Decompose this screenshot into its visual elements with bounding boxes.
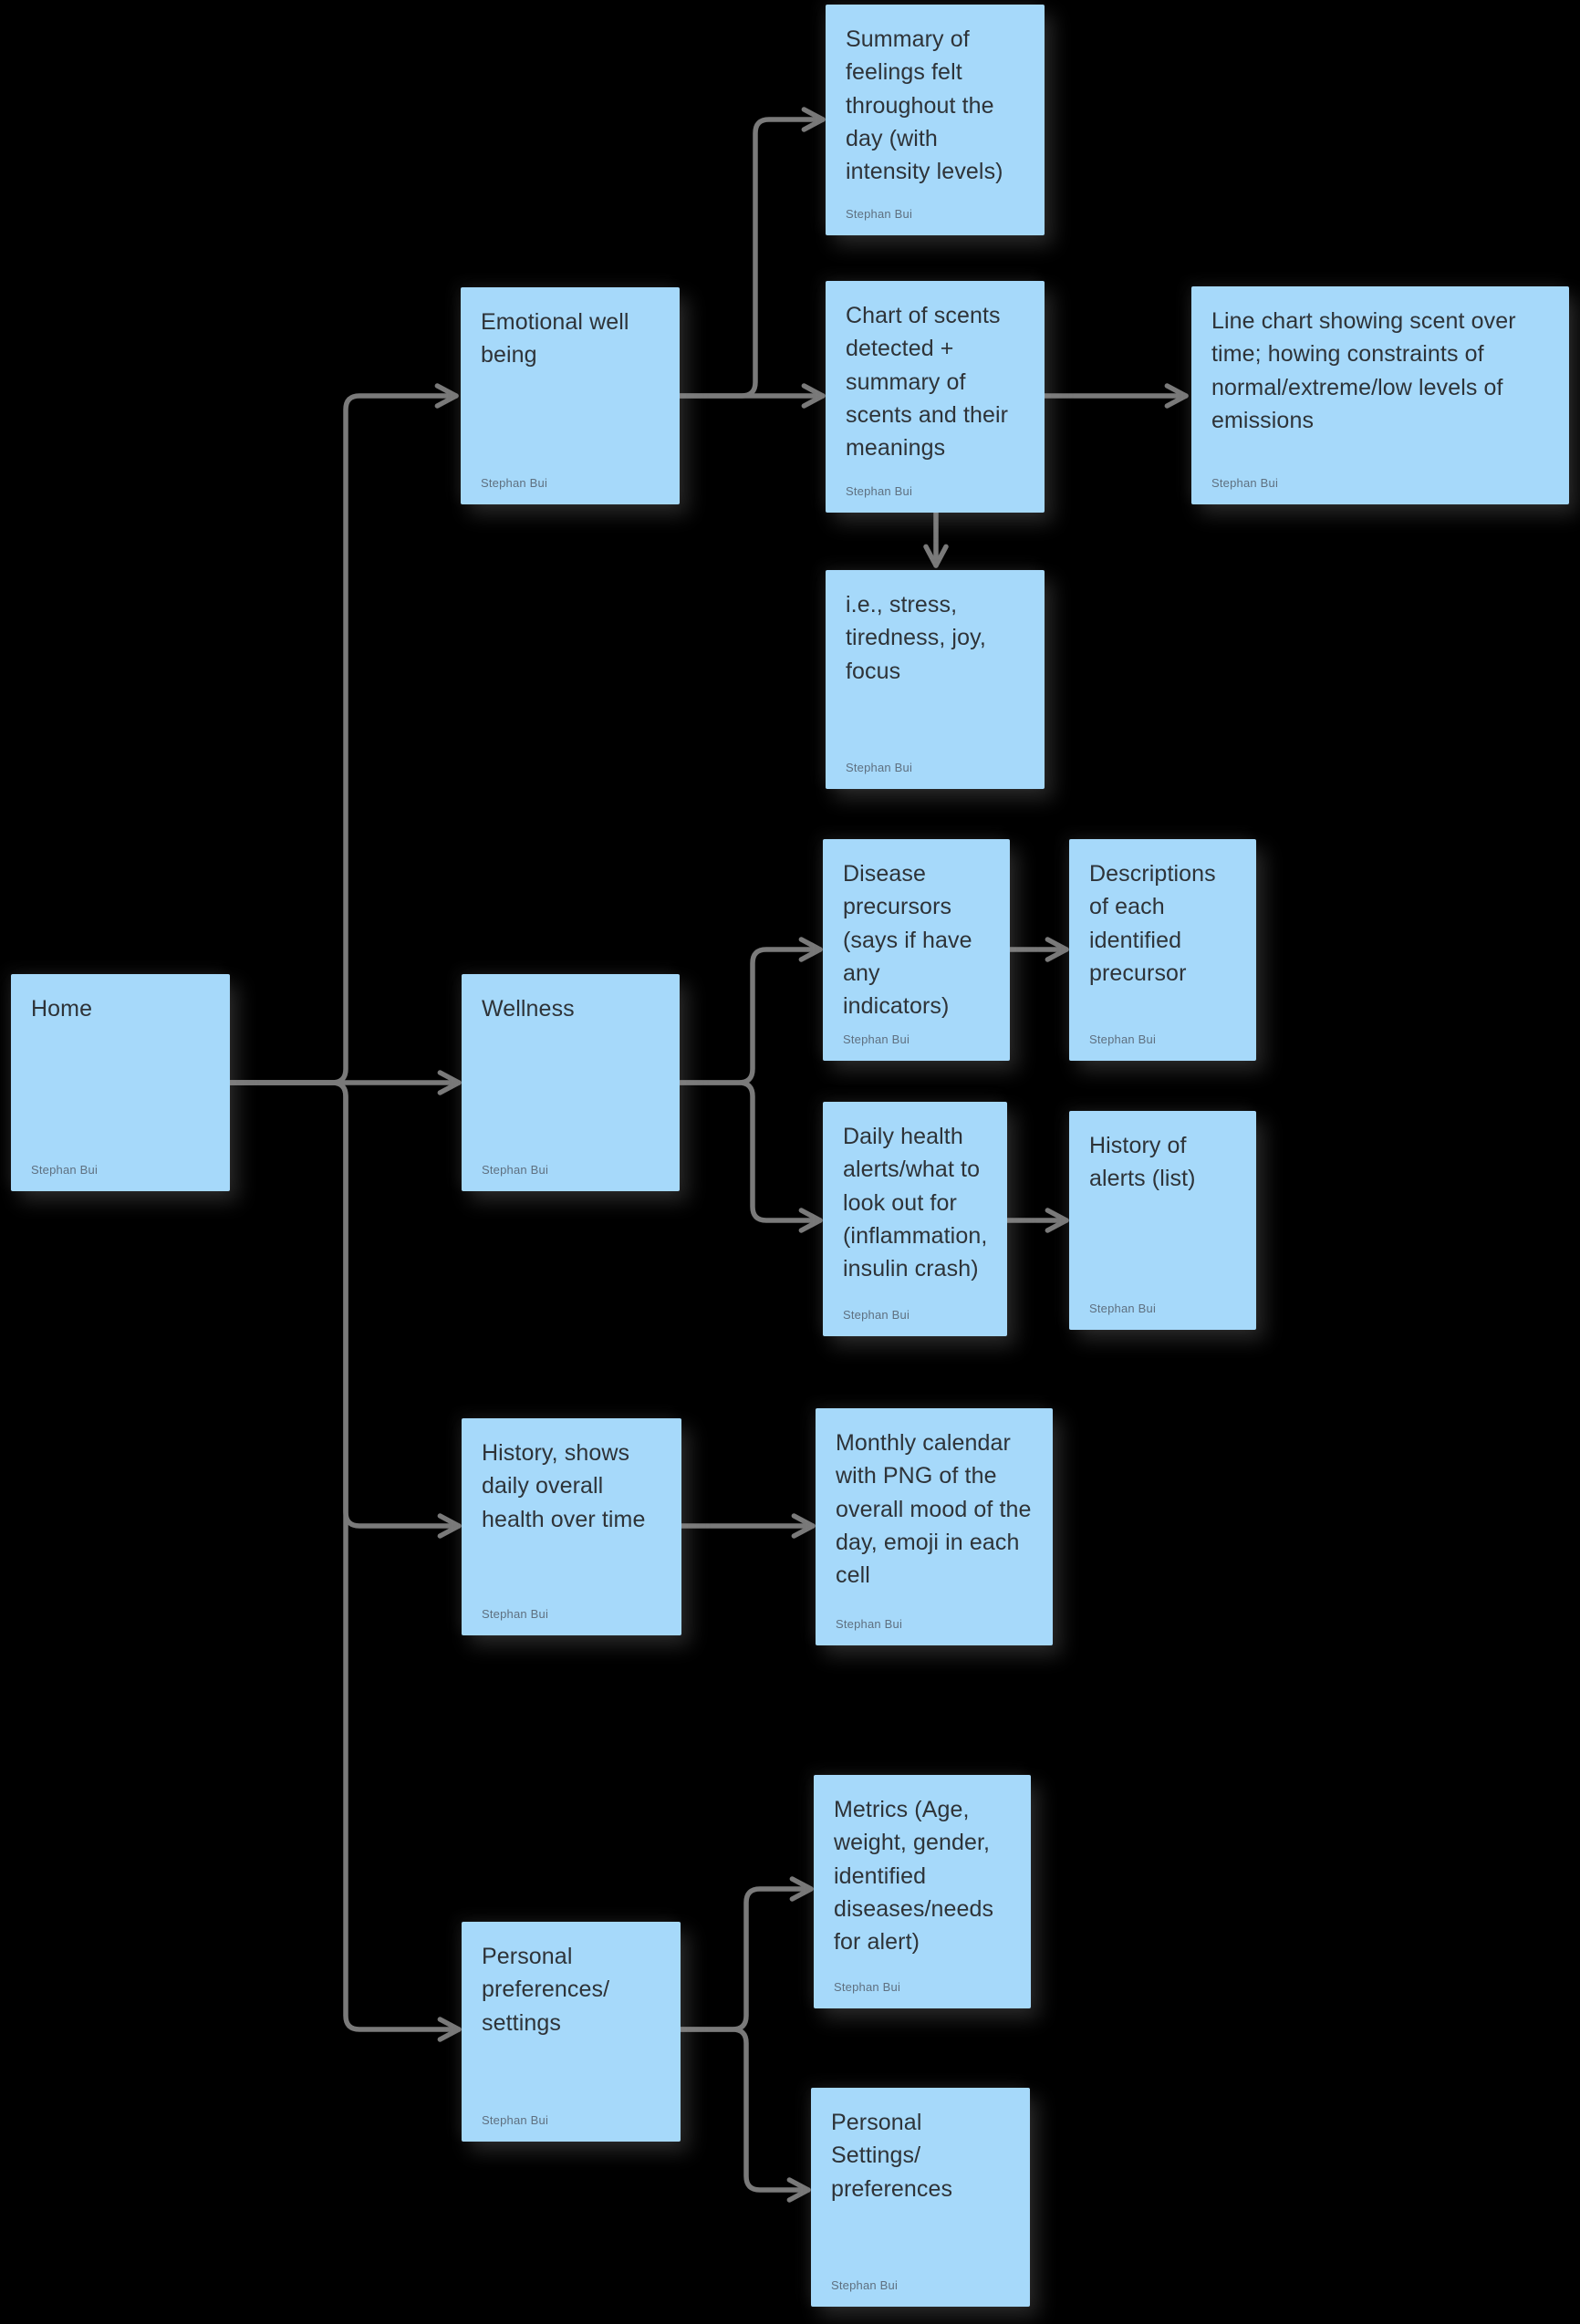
sticky-summary-feelings[interactable]: Summary of feelings felt throughout the … <box>826 5 1045 235</box>
sticky-author: Stephan Bui <box>831 2278 899 2292</box>
sticky-daily-health[interactable]: Daily health alerts/what to look out for… <box>823 1102 1007 1336</box>
sticky-history[interactable]: History, shows daily overall health over… <box>462 1418 681 1635</box>
sticky-title: Home <box>31 996 93 1022</box>
connector-personal-preferences-metrics[interactable] <box>678 1876 814 2032</box>
sticky-title: i.e., stress, tiredness, joy, focus <box>846 592 986 684</box>
sticky-title: Descriptions of each identified precurso… <box>1089 861 1216 986</box>
sticky-title: Personal preferences/ settings <box>482 1944 610 2036</box>
sticky-author: Stephan Bui <box>482 1163 549 1177</box>
sticky-author: Stephan Bui <box>1089 1302 1157 1315</box>
sticky-author: Stephan Bui <box>482 1607 549 1621</box>
sticky-descriptions[interactable]: Descriptions of each identified precurso… <box>1069 839 1256 1061</box>
sticky-emotional-well-being[interactable]: Emotional well being Stephan Bui <box>461 287 680 504</box>
sticky-author: Stephan Bui <box>482 2113 549 2127</box>
sticky-author: Stephan Bui <box>846 761 913 774</box>
sticky-ie-stress[interactable]: i.e., stress, tiredness, joy, focus Step… <box>826 570 1045 789</box>
connector-emotional-summary[interactable] <box>677 107 826 399</box>
sticky-wellness[interactable]: Wellness Stephan Bui <box>462 974 680 1191</box>
sticky-title: Disease precursors (says if have any ind… <box>843 861 972 1019</box>
sticky-title: Wellness <box>482 996 575 1022</box>
sticky-title: Line chart showing scent over time; howi… <box>1211 308 1516 433</box>
sticky-history-alerts[interactable]: History of alerts (list) Stephan Bui <box>1069 1111 1256 1330</box>
sticky-author: Stephan Bui <box>1089 1032 1157 1046</box>
sticky-title: Emotional well being <box>481 309 629 368</box>
sticky-line-chart[interactable]: Line chart showing scent over time; howi… <box>1191 286 1569 504</box>
sticky-title: Chart of scents detected + summary of sc… <box>846 303 1009 461</box>
connector-personal-preferences-personal-settings[interactable] <box>678 2027 811 2203</box>
sticky-title: Personal Settings/ preferences <box>831 2110 953 2202</box>
sticky-home[interactable]: Home Stephan Bui <box>11 974 230 1191</box>
sticky-personal-preferences[interactable]: Personal preferences/ settings Stephan B… <box>462 1922 681 2142</box>
sticky-disease-precursors[interactable]: Disease precursors (says if have any ind… <box>823 839 1010 1061</box>
connector-wellness-disease-precursors[interactable] <box>677 937 823 1085</box>
sticky-personal-settings[interactable]: Personal Settings/ preferences Stephan B… <box>811 2088 1030 2307</box>
sticky-author: Stephan Bui <box>846 207 913 221</box>
sticky-author: Stephan Bui <box>843 1308 910 1322</box>
connector-home-emotional[interactable] <box>227 383 459 1085</box>
sticky-author: Stephan Bui <box>834 1980 901 1994</box>
connector-wellness-daily-health[interactable] <box>677 1080 823 1233</box>
sticky-title: Metrics (Age, weight, gender, identified… <box>834 1797 994 1955</box>
sticky-title: History, shows daily overall health over… <box>482 1440 646 1532</box>
sticky-title: Summary of feelings felt throughout the … <box>846 26 1003 184</box>
sticky-title: Daily health alerts/what to look out for… <box>843 1124 988 1281</box>
sticky-author: Stephan Bui <box>1211 476 1279 490</box>
sticky-author: Stephan Bui <box>843 1032 910 1046</box>
sticky-monthly-calendar[interactable]: Monthly calendar with PNG of the overall… <box>816 1408 1053 1645</box>
sticky-author: Stephan Bui <box>846 484 913 498</box>
sticky-title: History of alerts (list) <box>1089 1133 1196 1192</box>
sticky-chart-scents[interactable]: Chart of scents detected + summary of sc… <box>826 281 1045 513</box>
sticky-author: Stephan Bui <box>481 476 548 490</box>
sticky-metrics[interactable]: Metrics (Age, weight, gender, identified… <box>814 1775 1031 2008</box>
sticky-author: Stephan Bui <box>836 1617 903 1631</box>
connector-home-personal-preferences[interactable] <box>227 1080 462 2042</box>
sticky-title: Monthly calendar with PNG of the overall… <box>836 1430 1032 1588</box>
sticky-author: Stephan Bui <box>31 1163 99 1177</box>
